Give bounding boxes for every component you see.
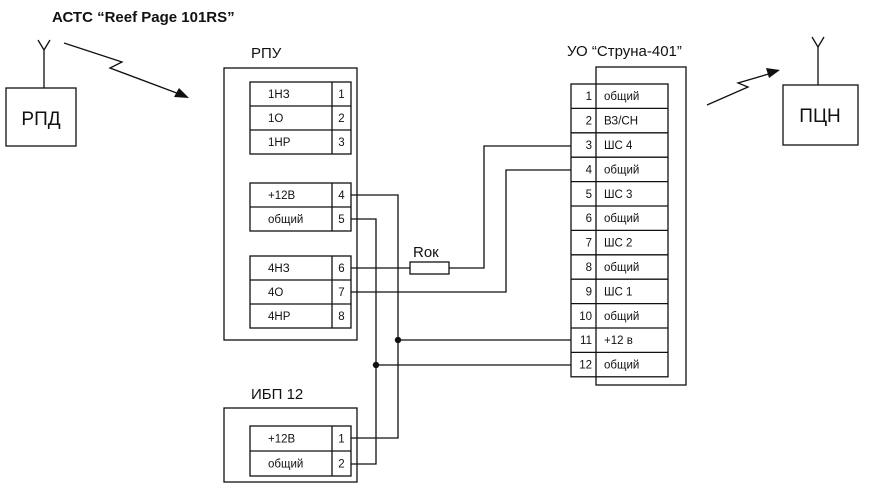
wire-rpu-plus12 <box>351 194 399 439</box>
rpd-label: РПД <box>21 109 60 130</box>
terminal-number: 9 <box>586 286 592 298</box>
pcn-antenna-icon <box>811 36 825 85</box>
terminal-number: 5 <box>338 214 344 226</box>
terminal-label: ШС 3 <box>604 189 632 201</box>
terminal-label: общий <box>604 164 639 176</box>
terminal-label: ВЗ/СН <box>604 116 638 128</box>
terminal-number: 7 <box>586 238 592 250</box>
wire-4o-common <box>351 169 571 293</box>
wire-resistor-shs4 <box>449 145 571 269</box>
junction-dot <box>372 361 380 369</box>
terminal-number: 1 <box>338 434 344 446</box>
wires <box>351 145 571 465</box>
terminal-label: общий <box>268 459 303 471</box>
terminal-label: общий <box>604 311 639 323</box>
ibp-frame <box>223 407 358 483</box>
uo-title: УО “Струна-401” <box>567 43 682 60</box>
terminal-number: 8 <box>586 262 592 274</box>
terminal-number: 3 <box>338 137 344 149</box>
pcn-block: ПЦН <box>782 84 859 146</box>
terminal-number: 11 <box>580 335 592 347</box>
terminal-number: 2 <box>586 116 592 128</box>
terminal-label: общий <box>604 213 639 225</box>
rpu-terminal-block-1 <box>249 81 352 155</box>
wire-rpu-common <box>351 218 377 465</box>
terminal-label: 1НР <box>268 137 291 149</box>
rpd-radio-link-arrow <box>63 42 189 98</box>
terminal-number: 12 <box>579 360 592 372</box>
terminal-label: общий <box>604 262 639 274</box>
terminal-label: ШС 4 <box>604 140 633 152</box>
terminal-label: 4НЗ <box>268 263 290 275</box>
ibp-title: ИБП 12 <box>251 386 303 403</box>
rpd-antenna-icon <box>37 39 51 88</box>
terminal-number: 1 <box>338 89 344 101</box>
terminal-blocks: 1НЗ 1 1О 2 1НР 3 +12В 4 общий 5 4НЗ 6 4О 7 4НР 8 +12В 1 об… <box>249 81 669 477</box>
terminal-number: 3 <box>586 140 592 152</box>
terminal-label: 1О <box>268 113 283 125</box>
pcn-label: ПЦН <box>799 106 840 127</box>
terminal-label: 4НР <box>268 311 291 323</box>
uo-radio-link-arrow <box>706 68 780 106</box>
terminal-label: 4О <box>268 287 283 299</box>
terminal-number: 4 <box>338 190 345 202</box>
terminal-label: общий <box>604 91 639 103</box>
terminal-label: общий <box>604 360 639 372</box>
terminal-label: 1НЗ <box>268 89 290 101</box>
terminal-number: 10 <box>579 311 592 323</box>
terminal-number: 8 <box>338 311 344 323</box>
terminal-label: +12В <box>268 434 296 446</box>
rpd-block: РПД <box>5 87 77 147</box>
rpu-title: РПУ <box>251 45 282 62</box>
junction-dot <box>394 336 402 344</box>
terminal-label: ШС 2 <box>604 238 632 250</box>
rpu-frame <box>223 67 358 341</box>
terminal-number: 2 <box>338 113 344 125</box>
terminal-number: 4 <box>586 164 593 176</box>
terminal-number: 6 <box>338 263 344 275</box>
terminal-label: +12В <box>268 190 296 202</box>
resistor-label: Rок <box>413 244 439 261</box>
rpu-terminal-block-3 <box>249 255 352 329</box>
terminal-number: 6 <box>586 213 592 225</box>
terminal-number: 1 <box>586 91 592 103</box>
terminal-label: +12 в <box>604 335 633 347</box>
terminal-number: 5 <box>586 189 592 201</box>
terminal-label: общий <box>268 214 303 226</box>
terminal-label: ШС 1 <box>604 286 632 298</box>
terminal-number: 2 <box>338 459 344 471</box>
resistor-rok: Rок <box>409 244 450 275</box>
system-title: АСТС “Reef Page 101RS” <box>52 9 235 26</box>
terminal-number: 7 <box>338 287 344 299</box>
